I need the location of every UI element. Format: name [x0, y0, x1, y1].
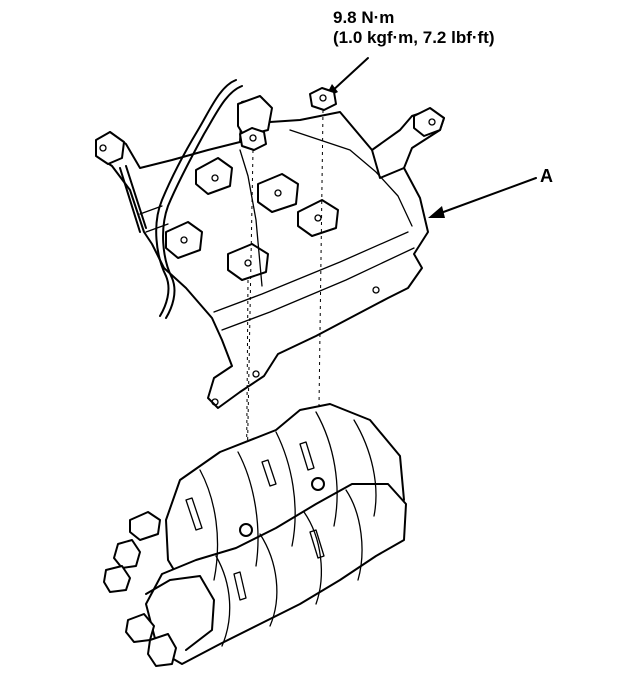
- callout-a-leader-arrow: [428, 177, 537, 218]
- mounting-nut-2: [239, 127, 267, 151]
- bracket-a: [95, 95, 445, 409]
- torque-spec-imperial: (1.0 kgf·m, 7.2 lbf·ft): [333, 28, 495, 47]
- callout-a-label: A: [540, 166, 553, 186]
- evap-canister: [103, 403, 407, 667]
- torque-spec-label: 9.8 N·m (1.0 kgf·m, 7.2 lbf·ft): [333, 8, 495, 48]
- mounting-nut-1: [309, 87, 337, 111]
- torque-spec-nm: 9.8 N·m: [333, 8, 395, 27]
- vent-hose: [119, 79, 243, 319]
